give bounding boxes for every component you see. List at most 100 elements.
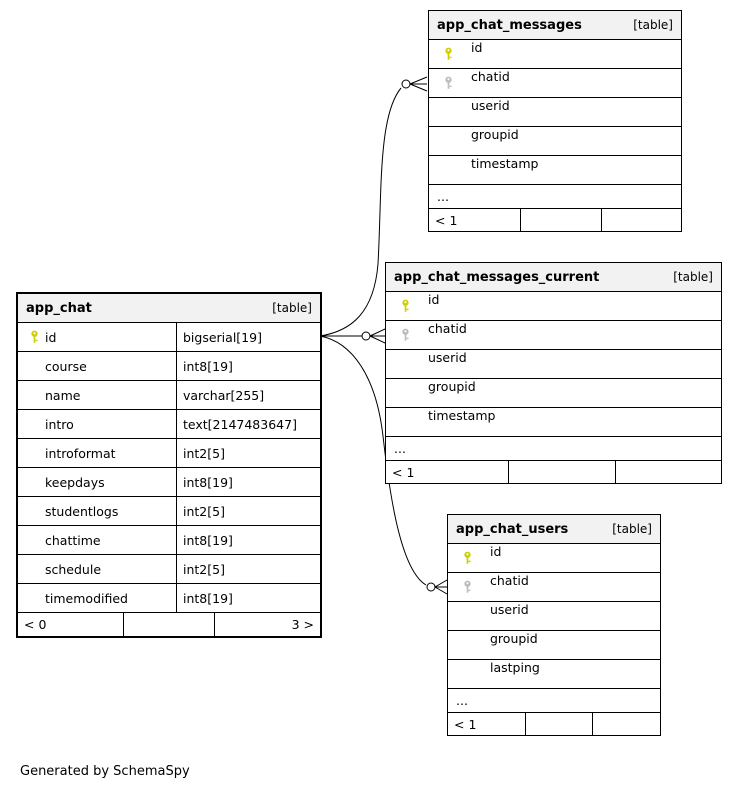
entity-title: app_chat (26, 300, 92, 316)
column-name: course (45, 358, 87, 374)
column-row-intro: intro text[2147483647] (18, 410, 320, 439)
column-row-chattime: chattime int8[19] (18, 526, 320, 555)
column-name: timemodified (45, 590, 128, 606)
column-row-introformat: introformat int2[5] (18, 439, 320, 468)
column-name: chatid (471, 69, 510, 84)
entity-type-badge: [table] (272, 301, 312, 315)
column-name: id (471, 40, 483, 55)
degree-footer: < 1 (448, 713, 660, 735)
degree-footer: < 0 3 > (18, 613, 320, 636)
column-name: userid (471, 98, 510, 113)
degree-mid (526, 713, 594, 735)
degree-right (593, 713, 660, 735)
entity-title: app_chat_messages_current (394, 269, 600, 285)
degree-left: < 0 (18, 613, 125, 636)
degree-left: < 1 (448, 713, 526, 735)
column-row-id: id (448, 544, 660, 573)
column-type: int8[19] (176, 526, 320, 554)
entity-type-badge: [table] (633, 18, 673, 32)
column-name: userid (490, 602, 529, 617)
degree-right: 3 > (291, 617, 314, 632)
column-name: studentlogs (45, 503, 119, 519)
column-name: introformat (45, 445, 116, 461)
degree-footer: < 1 (429, 209, 681, 231)
primary-key-icon (445, 47, 452, 60)
column-row-chatid: chatid (429, 69, 681, 98)
entity-app-chat: app_chat [table] id bigserial[19] course… (16, 292, 322, 638)
column-row-schedule: schedule int2[5] (18, 555, 320, 584)
foreign-key-icon (445, 76, 452, 89)
column-row-groupid: groupid (386, 379, 721, 408)
more-columns-ellipsis: ... (448, 689, 660, 713)
entity-type-badge: [table] (673, 270, 713, 284)
foreign-key-icon (402, 328, 409, 341)
column-row-chatid: chatid (448, 573, 660, 602)
column-type: int2[5] (176, 497, 320, 525)
column-name: groupid (471, 127, 519, 142)
column-row-course: course int8[19] (18, 352, 320, 381)
degree-mid (521, 209, 602, 231)
column-row-keepdays: keepdays int8[19] (18, 468, 320, 497)
entity-title: app_chat_messages (437, 17, 582, 33)
more-columns-ellipsis: ... (429, 185, 681, 209)
column-type: varchar[255] (176, 381, 320, 409)
column-name: chatid (428, 321, 467, 336)
column-row-chatid: chatid (386, 321, 721, 350)
degree-mid (124, 613, 215, 636)
column-name: lastping (490, 660, 540, 675)
entity-header[interactable]: app_chat [table] (18, 294, 320, 323)
column-name: schedule (45, 561, 102, 577)
column-name: id (428, 292, 440, 307)
column-row-groupid: groupid (429, 127, 681, 156)
column-name: groupid (490, 631, 538, 646)
column-row-userid: userid (448, 602, 660, 631)
primary-key-icon (464, 551, 471, 564)
column-name: id (490, 544, 502, 559)
column-name: id (45, 329, 57, 345)
column-type: bigserial[19] (176, 323, 320, 351)
column-row-studentlogs: studentlogs int2[5] (18, 497, 320, 526)
entity-header[interactable]: app_chat_messages_current [table] (386, 263, 721, 292)
column-name: timestamp (428, 408, 496, 423)
degree-right (616, 461, 721, 483)
column-row-id: id (386, 292, 721, 321)
degree-mid (509, 461, 616, 483)
column-name: chatid (490, 573, 529, 588)
entity-title: app_chat_users (456, 521, 569, 537)
column-name: userid (428, 350, 467, 365)
degree-left: < 1 (386, 461, 510, 483)
column-type: text[2147483647] (176, 410, 320, 438)
column-type: int8[19] (176, 352, 320, 380)
column-row-timestamp: timestamp (429, 156, 681, 185)
column-row-userid: userid (386, 350, 721, 379)
column-name: name (45, 387, 81, 403)
column-type: int2[5] (176, 555, 320, 583)
primary-key-icon (31, 330, 38, 343)
entity-app-chat-users: app_chat_users [table] id chatid userid … (447, 514, 661, 736)
entity-type-badge: [table] (612, 522, 652, 536)
column-name: chattime (45, 532, 101, 548)
entity-app-chat-messages: app_chat_messages [table] id chatid user… (428, 10, 682, 232)
column-row-id: id bigserial[19] (18, 323, 320, 352)
entity-header[interactable]: app_chat_messages [table] (429, 11, 681, 40)
degree-left: < 1 (429, 209, 522, 231)
degree-footer: < 1 (386, 461, 721, 483)
column-name: keepdays (45, 474, 105, 490)
relationship-app-chat-to-app-chat-messages-current (320, 328, 386, 344)
generated-by-note: Generated by SchemaSpy (20, 764, 190, 779)
column-row-timemodified: timemodified int8[19] (18, 584, 320, 613)
column-row-id: id (429, 40, 681, 69)
degree-right (602, 209, 681, 231)
column-type: int8[19] (176, 468, 320, 496)
column-row-lastping: lastping (448, 660, 660, 689)
entity-header[interactable]: app_chat_users [table] (448, 515, 660, 544)
primary-key-icon (402, 299, 409, 312)
column-row-timestamp: timestamp (386, 408, 721, 437)
more-columns-ellipsis: ... (386, 437, 721, 461)
column-type: int2[5] (176, 439, 320, 467)
foreign-key-icon (464, 580, 471, 593)
column-type: int8[19] (176, 584, 320, 612)
column-name: groupid (428, 379, 476, 394)
column-row-groupid: groupid (448, 631, 660, 660)
column-name: intro (45, 416, 74, 432)
